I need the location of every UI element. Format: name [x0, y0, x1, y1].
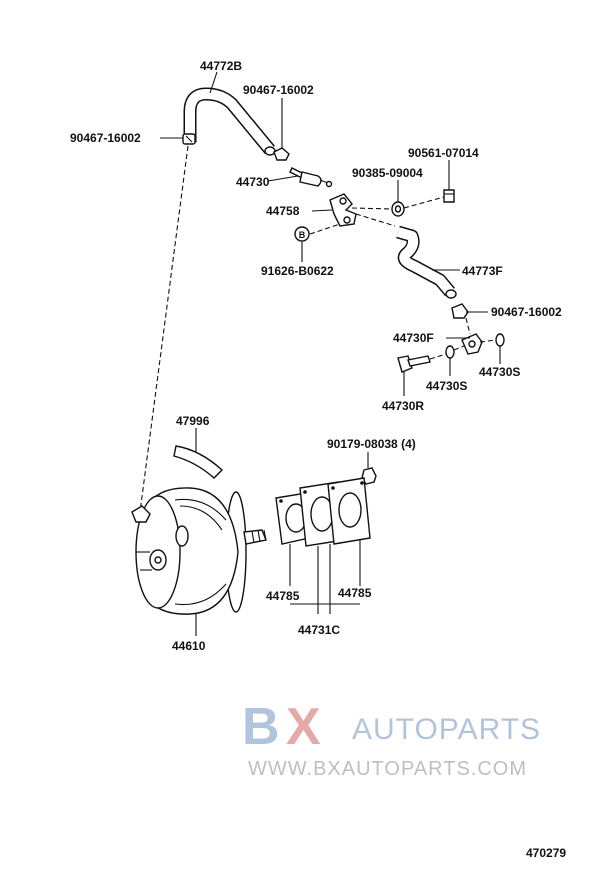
label-44730s-right: 44730S [479, 365, 520, 379]
watermark-logo: B X AUTOPARTS WWW.BXAUTOPARTS.COM [242, 698, 541, 780]
dash-bracket-hose [355, 213, 396, 227]
label-44785-left: 44785 [266, 589, 300, 603]
dash-bolt-washer [429, 353, 447, 360]
label-90179-08038: 90179-08038 (4) [327, 437, 416, 451]
label-47996: 47996 [176, 414, 210, 428]
leader-44758 [311, 209, 333, 212]
label-44730: 44730 [236, 175, 270, 189]
bracket-44758 [329, 193, 357, 227]
diagram-number: 470279 [526, 846, 566, 860]
washer-44730s-left [445, 345, 455, 359]
dash-bolt-bracket [309, 223, 341, 235]
bolt-44730r [397, 355, 431, 373]
clip-90467-16002-mid [273, 147, 290, 161]
label-44758: 44758 [266, 204, 300, 218]
hose-44773f [396, 225, 457, 299]
bolt-marker-letter: B [299, 230, 306, 240]
part-44730f [461, 333, 483, 355]
bolt-marker-91626: B [294, 226, 310, 242]
label-90467-16002-right: 90467-16002 [491, 305, 562, 319]
gasket-44785-right [327, 477, 371, 545]
dash-washer-fitting [453, 345, 465, 351]
brake-booster-44610 [131, 487, 267, 615]
label-44731c: 44731C [298, 623, 340, 637]
hose-44772b [183, 87, 276, 156]
watermark-x: X [286, 698, 321, 756]
check-valve-44730 [289, 167, 333, 188]
clip-90467-16002-right [451, 303, 469, 319]
part-90385-09004 [391, 201, 405, 217]
dash-clip-fitting [465, 317, 471, 335]
label-44730s-left: 44730S [426, 379, 467, 393]
label-90385-09004: 90385-09004 [352, 166, 423, 180]
dash-bracket-nut [351, 207, 393, 210]
label-90467-16002-left: 90467-16002 [70, 131, 141, 145]
label-44773f: 44773F [462, 264, 503, 278]
label-44772b: 44772B [200, 59, 242, 73]
label-90561-07014: 90561-07014 [408, 146, 479, 160]
dash-fitting-washer [479, 339, 497, 343]
gasket-47996 [173, 445, 224, 479]
label-91626-b0622: 91626-B0622 [261, 264, 334, 278]
watermark-url: WWW.BXAUTOPARTS.COM [248, 758, 527, 780]
washer-44730s-right [495, 333, 505, 347]
label-44610: 44610 [172, 639, 206, 653]
dash-nut-bolt [403, 196, 445, 209]
leader-44730 [267, 175, 299, 182]
label-44785-right: 44785 [338, 586, 372, 600]
label-44730f: 44730F [393, 331, 434, 345]
part-90561-07014 [443, 189, 455, 203]
watermark-brand: AUTOPARTS [352, 713, 541, 746]
label-44730r: 44730R [382, 399, 424, 413]
leader-44772b [209, 71, 218, 94]
label-90467-16002-mid: 90467-16002 [243, 83, 314, 97]
watermark-b: B [242, 698, 280, 756]
dash-hose-to-booster [139, 145, 189, 513]
clip-90467-16002-left [182, 133, 196, 145]
